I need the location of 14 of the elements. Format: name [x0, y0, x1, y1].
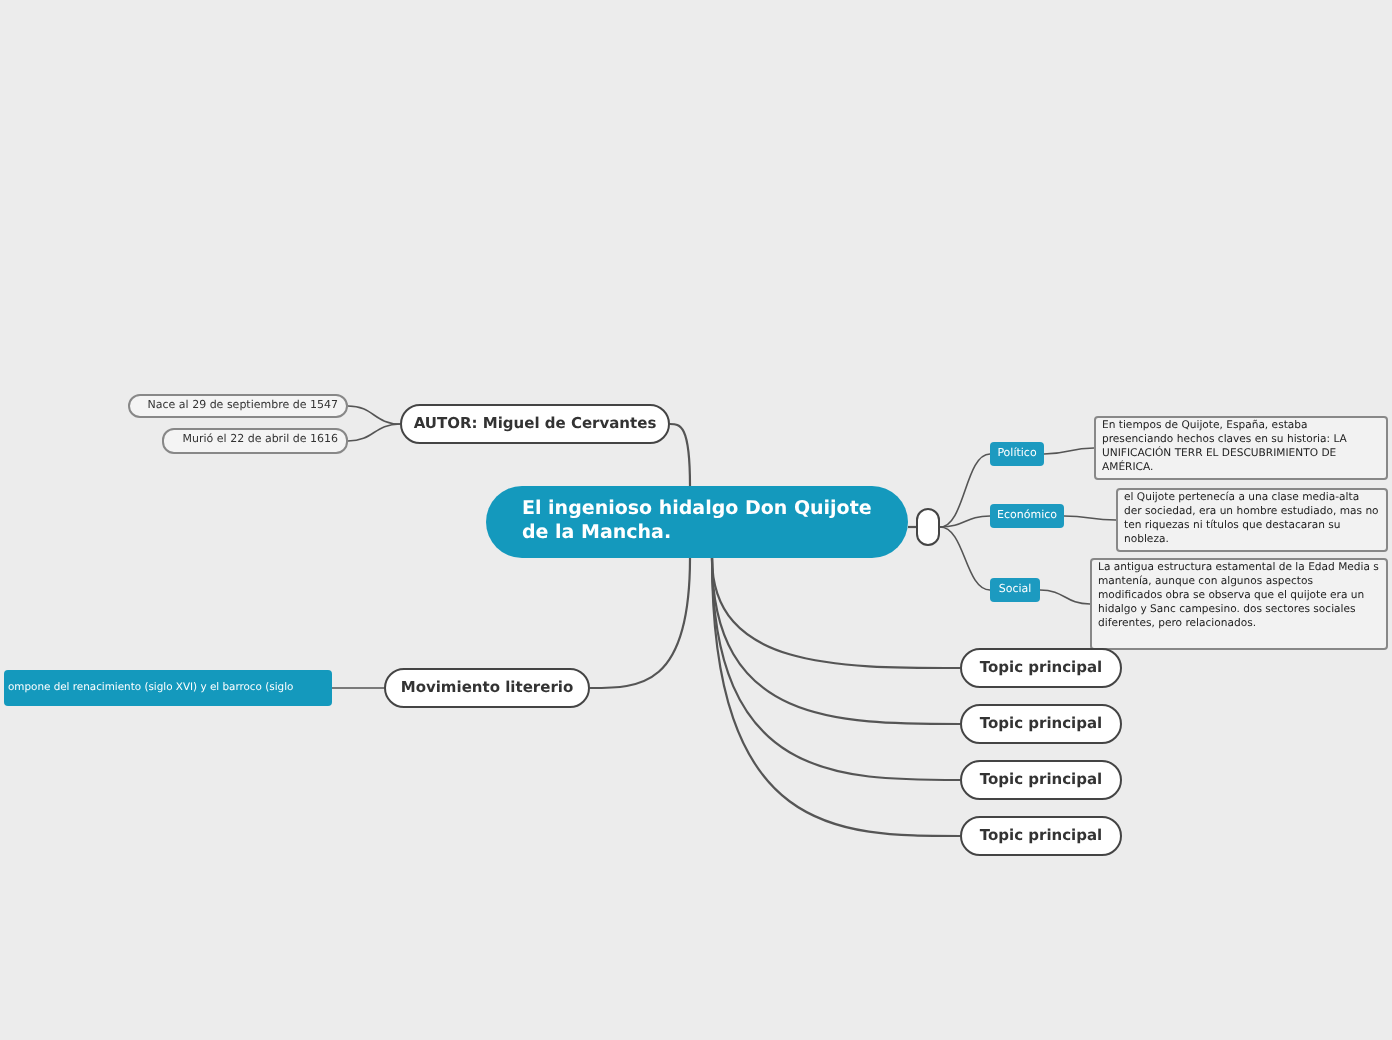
connector-line	[939, 515, 991, 528]
connector-line	[347, 405, 401, 425]
connector-line	[669, 422, 692, 486]
connector-line	[1043, 447, 1095, 455]
connector-line	[1063, 515, 1117, 521]
connector-line	[939, 453, 991, 528]
connector-line	[590, 557, 692, 690]
connector-line	[939, 526, 991, 591]
connector-line	[1039, 589, 1091, 605]
connector-line	[347, 423, 401, 442]
connector-line	[331, 687, 385, 689]
central-topic: El ingenioso hidalgo Don Quijote de la Mancha.	[486, 486, 908, 558]
topic-box	[916, 508, 940, 546]
connector-line	[710, 557, 960, 838]
